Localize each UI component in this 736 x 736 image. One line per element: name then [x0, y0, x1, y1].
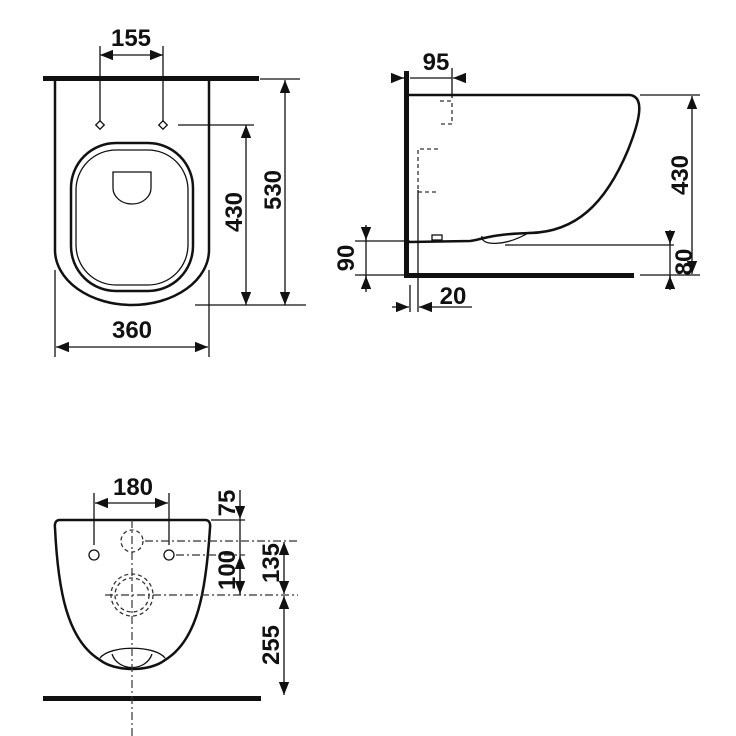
- seat-outline: [69, 141, 195, 293]
- dim-360: 360: [112, 317, 152, 344]
- toilet-profile: [408, 93, 641, 244]
- dim-90: 90: [333, 245, 360, 272]
- top-view: 155 530 430 360: [43, 25, 306, 357]
- water-inlet: [120, 529, 144, 553]
- seat-hinge: [112, 171, 152, 205]
- dim-75: 75: [214, 490, 241, 517]
- dim-255: 255: [258, 625, 285, 665]
- dim-20: 20: [440, 283, 467, 310]
- dim-135: 135: [258, 543, 285, 583]
- dim-430-side: 430: [667, 155, 694, 195]
- dim-155: 155: [111, 25, 151, 52]
- mount-hole: [163, 549, 175, 561]
- wall-bar: [43, 76, 259, 81]
- mount-hole: [94, 119, 106, 131]
- mount-hole: [88, 549, 100, 561]
- wall-line: [404, 71, 409, 276]
- rear-view: 180 75 100 135 255: [43, 474, 298, 736]
- dim-430: 430: [221, 192, 248, 232]
- floor-bar: [43, 696, 261, 701]
- rear-outline: [53, 518, 212, 671]
- dim-530: 530: [260, 170, 287, 210]
- toilet-outline: [53, 81, 211, 307]
- dim-95: 95: [423, 49, 450, 76]
- floor-line: [404, 273, 634, 278]
- dim-180: 180: [113, 474, 153, 501]
- dim-100: 100: [214, 550, 241, 590]
- side-view: 95 430 90 80 20: [333, 49, 700, 313]
- mount-hole: [157, 119, 169, 131]
- dim-80: 80: [671, 249, 698, 276]
